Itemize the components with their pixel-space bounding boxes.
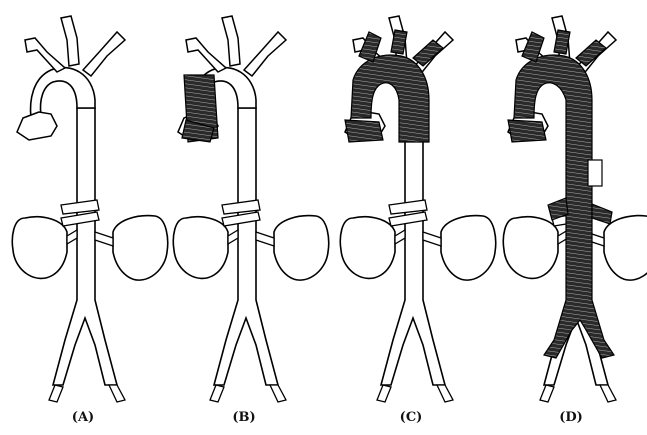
panel-b-diagram <box>173 16 328 402</box>
panel-label-b: (B) <box>214 410 274 425</box>
panel-a-diagram <box>12 16 167 402</box>
panel-label-d: (D) <box>541 410 601 425</box>
panel-label-a: (A) <box>53 410 113 425</box>
panel-d-diagram <box>503 16 647 402</box>
panel-c-diagram <box>340 16 495 402</box>
panel-label-c: (C) <box>381 410 441 425</box>
